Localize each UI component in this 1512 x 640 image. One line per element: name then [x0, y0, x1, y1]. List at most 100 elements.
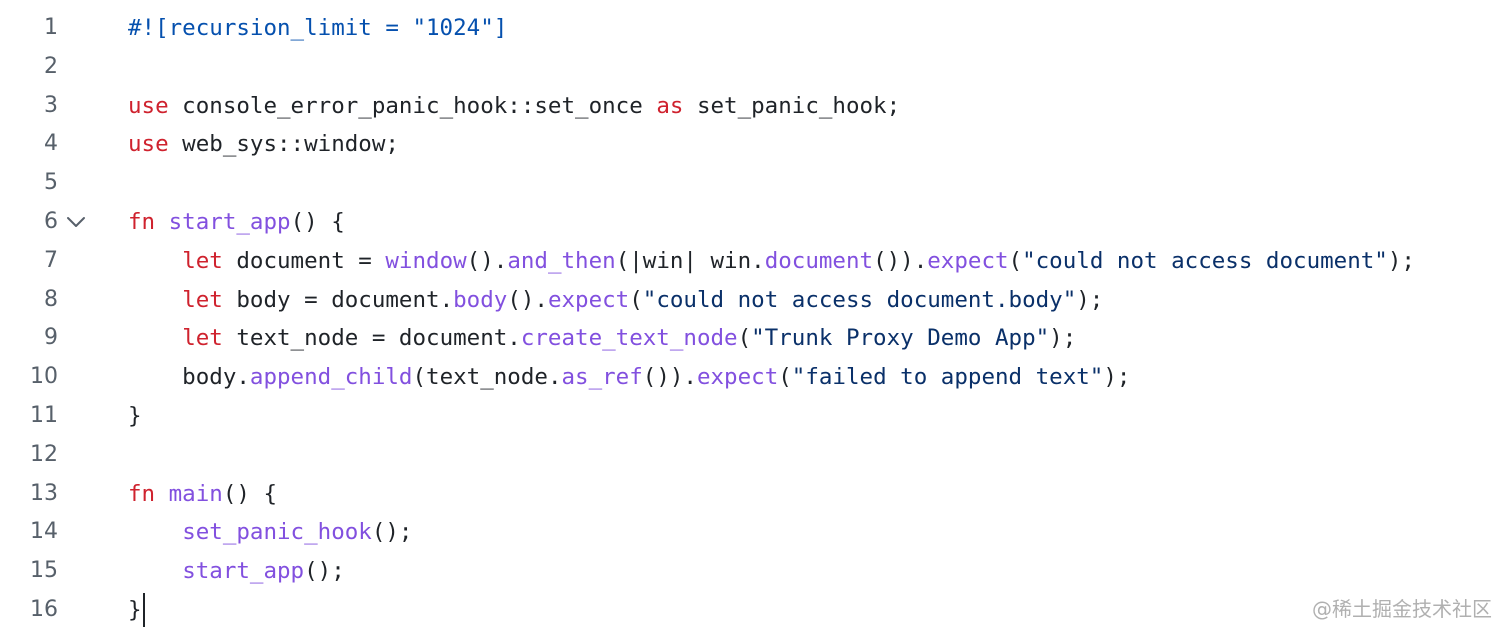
code-token: and_then	[507, 247, 616, 274]
code-line[interactable]: 4 use web_sys::window;	[0, 125, 1512, 164]
code-editor[interactable]: 1 #![recursion_limit = "1024"] 2 3 use conso…	[0, 9, 1512, 630]
code-token: text_node = document.	[222, 325, 521, 352]
code-token: document =	[222, 247, 386, 274]
code-text: #![recursion_limit = "1024"]	[128, 9, 507, 48]
code-token: );	[1076, 286, 1104, 313]
line-number: 1	[44, 15, 58, 40]
line-number: 7	[44, 247, 58, 273]
code-text: use console_error_panic_hook::set_once a…	[128, 87, 900, 126]
code-token: as	[656, 92, 684, 119]
code-token: () {	[222, 480, 278, 507]
code-line[interactable]: 15 start_app();	[0, 552, 1512, 591]
code-token: ();	[304, 558, 345, 585]
code-token: let	[182, 286, 223, 313]
code-text: }	[128, 397, 142, 436]
code-token: start_app	[182, 558, 305, 585]
code-token: start_app	[168, 208, 291, 235]
line-number: 15	[30, 558, 58, 584]
line-number: 3	[44, 92, 58, 118]
code-token: );	[1103, 364, 1131, 391]
code-token: web_sys::window;	[168, 131, 399, 158]
code-token: let	[182, 325, 223, 352]
code-line[interactable]: 13 fn main() {	[0, 475, 1512, 514]
code-token	[155, 481, 169, 507]
code-text: }	[128, 591, 145, 630]
code-token: ()).	[873, 247, 928, 274]
line-number: 8	[44, 286, 58, 312]
code-token: expect	[547, 286, 630, 313]
line-number: 12	[30, 441, 58, 467]
code-token: console_error_panic_hook::set_once	[168, 92, 657, 119]
code-token: );	[1387, 247, 1415, 274]
code-token	[128, 519, 182, 545]
text-cursor	[142, 593, 145, 628]
code-token: window	[385, 247, 467, 274]
code-token: "failed to append text"	[791, 364, 1104, 391]
code-token: let	[182, 247, 223, 274]
code-token: (	[737, 325, 752, 352]
code-line[interactable]: 7 let document = window().and_then(|win|…	[0, 242, 1512, 281]
code-token: (|win| win.	[615, 247, 765, 274]
line-number: 4	[44, 131, 58, 157]
code-token	[155, 209, 169, 235]
code-token: main	[168, 480, 223, 507]
line-number: 2	[44, 53, 58, 79]
code-line[interactable]: 1 #![recursion_limit = "1024"]	[0, 9, 1512, 48]
code-text: body.append_child(text_node.as_ref()).ex…	[128, 358, 1130, 397]
line-number: 14	[30, 519, 58, 545]
code-token: ()).	[642, 364, 697, 391]
code-token	[128, 558, 182, 584]
code-text: let body = document.body().expect("could…	[128, 281, 1103, 320]
code-token: (text_node.	[412, 364, 562, 391]
code-line[interactable]: 11}	[0, 397, 1512, 436]
line-number: 11	[30, 402, 58, 428]
code-text: fn start_app() {	[128, 203, 345, 242]
code-token: }	[128, 402, 142, 429]
code-line[interactable]: 6 fn start_app() {	[0, 203, 1512, 242]
code-line[interactable]: 3 use console_error_panic_hook::set_once …	[0, 87, 1512, 126]
code-text: let text_node = document.create_text_nod…	[128, 319, 1076, 358]
line-number: 10	[30, 364, 58, 390]
code-line[interactable]: 10 body.append_child(text_node.as_ref())…	[0, 358, 1512, 397]
code-line[interactable]: 16}	[0, 591, 1512, 630]
code-line[interactable]: 9 let text_node = document.create_text_n…	[0, 319, 1512, 358]
code-token: fn	[128, 208, 156, 235]
code-line[interactable]: 12	[0, 436, 1512, 475]
code-token: (	[1008, 247, 1023, 274]
code-token	[128, 248, 182, 274]
code-token: as_ref	[561, 364, 643, 391]
code-token: (	[629, 286, 643, 313]
code-text: set_panic_hook();	[128, 513, 412, 552]
code-token: );	[1049, 325, 1077, 352]
code-line[interactable]: 5	[0, 164, 1512, 203]
code-line[interactable]: 14 set_panic_hook();	[0, 513, 1512, 552]
code-token	[128, 287, 182, 313]
code-token: "could not access document"	[1022, 247, 1388, 274]
code-text: fn main() {	[128, 475, 277, 514]
code-line[interactable]: 8 let body = document.body().expect("cou…	[0, 281, 1512, 320]
code-token: "could not access document.body"	[642, 286, 1077, 313]
code-token: ().	[466, 247, 508, 274]
code-token: body	[453, 286, 508, 313]
code-token: #![recursion_limit = "1024"]	[128, 15, 508, 41]
line-number: 9	[44, 325, 58, 351]
watermark: @稀土掘金技术社区	[1312, 597, 1492, 621]
code-text: use web_sys::window;	[128, 125, 399, 164]
code-token: (	[778, 364, 792, 391]
code-token: set_panic_hook;	[683, 92, 901, 119]
code-token: use	[128, 92, 169, 119]
code-text: start_app();	[128, 552, 345, 591]
code-text: let document = window().and_then(|win| w…	[128, 242, 1415, 281]
line-number: 13	[30, 480, 58, 506]
line-number: 16	[30, 596, 58, 622]
line-number: 6	[44, 208, 58, 234]
code-token: document	[764, 247, 874, 274]
code-token: create_text_node	[520, 325, 738, 352]
code-token: use	[128, 131, 169, 158]
code-token: expect	[696, 364, 779, 391]
code-token: expect	[927, 247, 1009, 274]
line-number: 5	[44, 170, 58, 196]
code-line[interactable]: 2	[0, 48, 1512, 87]
code-token: body = document.	[222, 286, 454, 313]
chevron-down-icon[interactable]	[64, 203, 88, 242]
